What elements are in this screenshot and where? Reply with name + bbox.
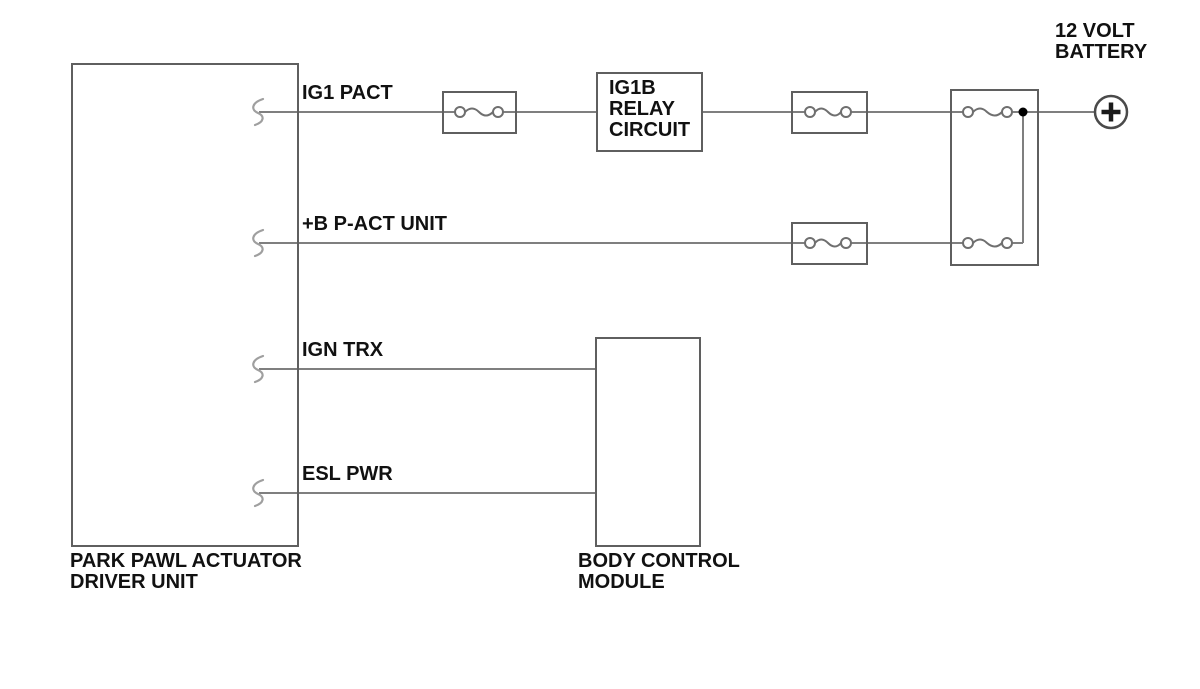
fuse-box-3 (791, 222, 868, 265)
wire-break-squiggle-icon (252, 97, 265, 127)
fuse-element-icon (962, 237, 1013, 249)
junction-fuse-box (950, 89, 1039, 266)
battery-label: 12 VOLT BATTERY (1055, 20, 1148, 63)
wire-break-squiggle-icon (252, 228, 265, 258)
fuse-element-icon (454, 106, 504, 118)
body-control-module-box (595, 337, 701, 547)
ig1b-relay-circuit-box (596, 72, 703, 152)
wire-label-b-p-act-unit: +B P-ACT UNIT (302, 213, 447, 235)
battery-positive-terminal (1093, 94, 1129, 130)
fuse-element-icon (804, 237, 852, 249)
fuse-element-icon (804, 106, 852, 118)
park-pawl-actuator-driver-unit-box (71, 63, 299, 547)
wire-break-squiggle-icon (252, 354, 265, 384)
fuse-box-1 (442, 91, 517, 134)
wire-b-p-act-unit (259, 112, 1024, 244)
splice-dot-icon (1018, 107, 1028, 117)
fuse-box-2 (791, 91, 868, 134)
park-pawl-actuator-driver-unit-label: PARK PAWL ACTUATOR DRIVER UNIT (70, 550, 302, 593)
wire-label-ign-trx: IGN TRX (302, 339, 384, 361)
wire-label-ig1-pact: IG1 PACT (302, 82, 393, 104)
wire-label-esl-pwr: ESL PWR (302, 463, 393, 485)
wire-break-squiggle-icon (252, 478, 265, 508)
fuse-element-icon (962, 106, 1013, 118)
body-control-module-label: BODY CONTROL MODULE (578, 550, 740, 593)
plus-circle-icon (1101, 102, 1121, 122)
ig1b-relay-circuit-label: IG1B RELAY CIRCUIT (609, 77, 691, 141)
